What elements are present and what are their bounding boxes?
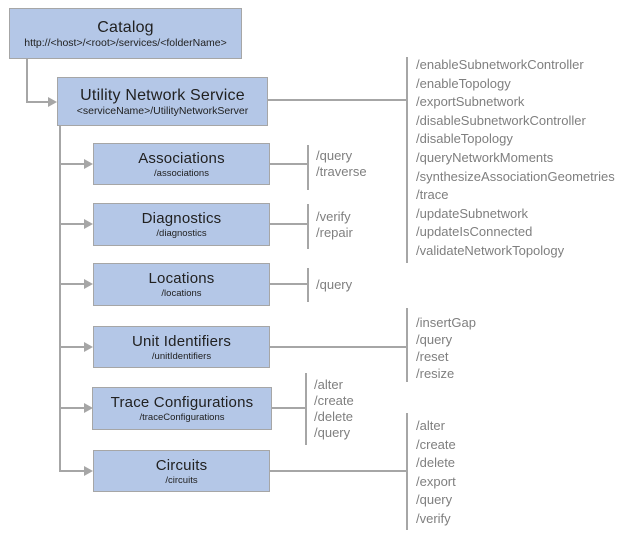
node-title: Circuits — [155, 456, 208, 474]
operation-label: /query — [416, 492, 453, 507]
operations-list-locations: /query — [316, 277, 352, 293]
connector-locations-operations — [270, 283, 308, 285]
operation-label: /repair — [316, 224, 353, 240]
node-unit-identifiers: Unit Identifiers /unitIdentifiers — [93, 326, 270, 368]
operation-label: /validateNetworkTopology — [416, 242, 565, 258]
node-subtitle: /traceConfigurations — [139, 412, 225, 423]
operation-label: /query — [416, 332, 453, 347]
connector-diagnostics-operations — [270, 223, 308, 225]
operation-label: /create — [314, 393, 354, 408]
operation-label: /verify — [416, 510, 451, 526]
operation-label: /queryNetworkMoments — [416, 149, 554, 165]
tick-locations-operations — [307, 268, 309, 302]
tick-circuits-operations — [406, 413, 408, 530]
operations-list-diagnostics: /verify/repair — [316, 209, 353, 240]
node-subtitle: /associations — [154, 167, 209, 179]
operation-label: /updateIsConnected — [416, 224, 533, 240]
node-subtitle: /locations — [161, 288, 202, 299]
connector-uns-trunk — [59, 126, 61, 472]
operation-label: /alter — [416, 418, 445, 433]
connector-to-circuits — [59, 470, 85, 472]
connector-catalog-to-uns — [26, 101, 49, 103]
node-catalog: Catalog http://<host>/<root>/services/<f… — [9, 8, 242, 59]
operation-label: /insertGap — [416, 315, 476, 330]
node-title: Utility Network Service — [80, 86, 245, 104]
operation-label: /enableSubnetworkController — [416, 57, 584, 72]
arrowhead-icon — [84, 342, 93, 352]
node-subtitle: <serviceName>/UtilityNetworkServer — [76, 104, 249, 117]
connector-trace-configurations-operations — [272, 407, 306, 409]
arrowhead-icon — [84, 403, 93, 413]
operation-label: /verify — [316, 209, 351, 224]
connector-to-trace-configurations — [59, 407, 85, 409]
connector-associations-operations — [270, 163, 308, 165]
node-associations: Associations /associations — [93, 143, 270, 185]
operation-label: /query — [316, 277, 353, 292]
connector-to-unit-identifiers — [59, 346, 85, 348]
node-diagnostics: Diagnostics /diagnostics — [93, 203, 270, 246]
arrowhead-icon — [84, 466, 93, 476]
operations-list-associations: /query/traverse — [316, 148, 367, 179]
node-locations: Locations /locations — [93, 263, 270, 306]
node-circuits: Circuits /circuits — [93, 450, 270, 492]
operation-label: /exportSubnetwork — [416, 94, 525, 110]
tick-uns-operations — [406, 57, 408, 263]
operation-label: /enableTopology — [416, 75, 511, 91]
tick-associations-operations — [307, 145, 309, 190]
connector-catalog-trunk — [26, 59, 28, 103]
node-subtitle: /diagnostics — [156, 228, 207, 239]
connector-uns-operations — [268, 99, 407, 101]
arrowhead-icon — [84, 219, 93, 229]
node-title: Associations — [138, 149, 225, 167]
connector-to-diagnostics — [59, 223, 85, 225]
node-title: Locations — [148, 270, 215, 287]
arrowhead-icon — [48, 97, 57, 107]
operations-list-unit-identifiers: /insertGap/query/reset/resize — [416, 314, 476, 382]
operations-list-circuits: /alter/create/delete/export/query/verify — [416, 417, 456, 528]
connector-unit-identifiers-operations — [270, 346, 407, 348]
operation-label: /delete — [314, 409, 354, 424]
tick-unit-identifiers-operations — [406, 308, 408, 382]
connector-to-locations — [59, 283, 85, 285]
operation-label: /create — [416, 436, 456, 452]
node-subtitle: /circuits — [165, 474, 198, 486]
arrowhead-icon — [84, 159, 93, 169]
node-subtitle: /unitIdentifiers — [151, 350, 212, 362]
operations-list-trace-configurations: /alter/create/delete/query — [314, 377, 354, 441]
operation-label: /delete — [416, 455, 456, 470]
node-subtitle: http://<host>/<root>/services/<folderNam… — [24, 36, 227, 49]
connector-circuits-operations — [270, 470, 407, 472]
node-trace-configurations: Trace Configurations /traceConfiguration… — [92, 387, 272, 430]
operation-label: /alter — [314, 377, 343, 392]
operation-label: /updateSubnetwork — [416, 205, 529, 221]
connector-to-associations — [59, 163, 85, 165]
node-title: Diagnostics — [141, 210, 222, 227]
node-title: Catalog — [97, 18, 154, 36]
arrowhead-icon — [84, 279, 93, 289]
operation-label: /query — [314, 425, 351, 440]
operation-label: /trace — [416, 187, 449, 203]
operation-label: /synthesizeAssociationGeometries — [416, 168, 615, 184]
node-title: Unit Identifiers — [131, 332, 232, 350]
node-utility-network-service: Utility Network Service <serviceName>/Ut… — [57, 77, 268, 126]
operation-label: /query — [316, 148, 353, 163]
operation-label: /traverse — [316, 163, 367, 179]
operation-label: /disableTopology — [416, 131, 513, 147]
node-title: Trace Configurations — [110, 394, 254, 411]
operation-label: /export — [416, 473, 456, 489]
operation-label: /reset — [416, 349, 449, 364]
operation-label: /resize — [416, 366, 455, 381]
operation-label: /disableSubnetworkController — [416, 112, 586, 128]
tick-diagnostics-operations — [307, 204, 309, 249]
operations-list-utility-network-service: /enableSubnetworkController/enableTopolo… — [416, 56, 615, 261]
tick-trace-configurations-operations — [305, 373, 307, 445]
